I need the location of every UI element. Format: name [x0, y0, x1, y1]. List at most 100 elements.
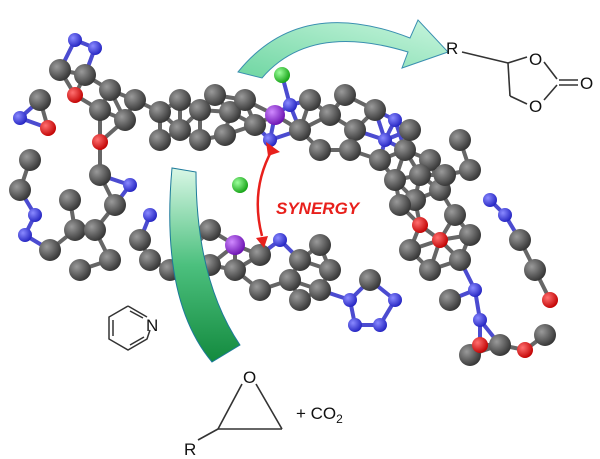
carbon-atom — [309, 279, 331, 301]
carbon-atom — [99, 79, 121, 101]
carbon-atom — [319, 104, 341, 126]
product-ring-oxygen-1: O — [529, 50, 542, 69]
carbon-atom — [459, 224, 481, 246]
carbon-atom — [344, 119, 366, 141]
chlorine-atom — [274, 67, 290, 83]
nitrogen-atom — [343, 293, 357, 307]
carbon-atom — [169, 89, 191, 111]
product-carbonyl-oxygen: O — [580, 74, 593, 93]
carbon-atom — [149, 129, 171, 151]
nitrogen-atom — [273, 233, 287, 247]
carbon-atom — [219, 101, 241, 123]
carbon-atom — [459, 159, 481, 181]
oxygen-atom — [40, 120, 56, 136]
nitrogen-atom — [18, 228, 32, 242]
nitrogen-atom — [468, 283, 482, 297]
carbon-atom — [39, 239, 61, 261]
carbon-atom — [364, 99, 386, 121]
nitrogen-atom — [373, 318, 387, 332]
carbon-atom — [89, 99, 111, 121]
oxygen-atom — [92, 134, 108, 150]
oxygen-atom — [517, 342, 533, 358]
carbon-atom — [64, 219, 86, 241]
metal-atom — [265, 105, 285, 125]
carbon-atom — [69, 259, 91, 281]
carbon-atom — [129, 229, 151, 251]
carbon-atom — [89, 164, 111, 186]
product-r-group: R — [446, 39, 458, 58]
carbon-atom — [104, 194, 126, 216]
co2-label: + CO2 — [296, 404, 343, 426]
nitrogen-atom — [473, 313, 487, 327]
cyclic-carbonate-structure — [461, 51, 578, 105]
carbon-atom — [524, 259, 546, 281]
molecule-atoms — [9, 33, 558, 366]
carbon-atom — [214, 124, 236, 146]
oxygen-atom — [67, 87, 83, 103]
carbon-atom — [509, 229, 531, 251]
carbon-atom — [59, 189, 81, 211]
carbon-atom — [199, 219, 221, 241]
carbon-atom — [149, 101, 171, 123]
metal-atom — [225, 235, 245, 255]
carbon-atom — [74, 64, 96, 86]
carbon-atom — [169, 119, 191, 141]
carbon-atom — [224, 259, 246, 281]
oxygen-atom — [542, 292, 558, 308]
nitrogen-atom — [13, 111, 27, 125]
carbon-atom — [334, 84, 356, 106]
carbon-atom — [339, 139, 361, 161]
nitrogen-atom — [348, 318, 362, 332]
carbon-atom — [384, 169, 406, 191]
epoxide-r-group: R — [184, 440, 196, 459]
oxygen-atom — [412, 217, 428, 233]
carbon-atom — [489, 334, 511, 356]
carbon-atom — [369, 149, 391, 171]
oxygen-atom — [432, 232, 448, 248]
nitrogen-atom — [483, 193, 497, 207]
oxygen-atom — [472, 337, 488, 353]
carbon-atom — [189, 99, 211, 121]
carbon-atom — [234, 89, 256, 111]
left-curved-arrow — [169, 167, 241, 363]
carbon-atom — [444, 204, 466, 226]
carbon-atom — [19, 149, 41, 171]
carbon-atom — [279, 269, 301, 291]
carbon-atom — [289, 289, 311, 311]
synergy-label: SYNERGY — [276, 199, 361, 218]
synergy-double-arrow — [256, 142, 280, 248]
carbon-atom — [359, 269, 381, 291]
nitrogen-atom — [498, 208, 512, 222]
carbon-atom — [189, 129, 211, 151]
nitrogen-atom — [68, 33, 82, 47]
carbon-atom — [124, 89, 146, 111]
carbon-atom — [9, 179, 31, 201]
carbon-atom — [249, 244, 271, 266]
chlorine-atom — [232, 177, 248, 193]
nitrogen-atom — [28, 208, 42, 222]
epoxide-oxygen: O — [243, 368, 256, 387]
nitrogen-atom — [143, 208, 157, 222]
carbon-atom — [289, 249, 311, 271]
carbon-atom — [99, 249, 121, 271]
nitrogen-atom — [123, 178, 137, 192]
carbon-atom — [29, 89, 51, 111]
nitrogen-atom — [378, 133, 392, 147]
carbon-atom — [399, 239, 421, 261]
carbon-atom — [299, 89, 321, 111]
carbon-atom — [249, 279, 271, 301]
carbon-atom — [309, 234, 331, 256]
nitrogen-atom — [283, 98, 297, 112]
carbon-atom — [534, 324, 556, 346]
carbon-atom — [399, 119, 421, 141]
carbon-atom — [289, 119, 311, 141]
carbon-atom — [319, 259, 341, 281]
carbon-atom — [439, 289, 461, 311]
pyridine-structure — [108, 305, 151, 351]
nitrogen-atom — [388, 293, 402, 307]
product-ring-oxygen-2: O — [529, 97, 542, 116]
carbon-atom — [434, 164, 456, 186]
carbon-atom — [409, 164, 431, 186]
epoxide-structure — [197, 383, 283, 441]
